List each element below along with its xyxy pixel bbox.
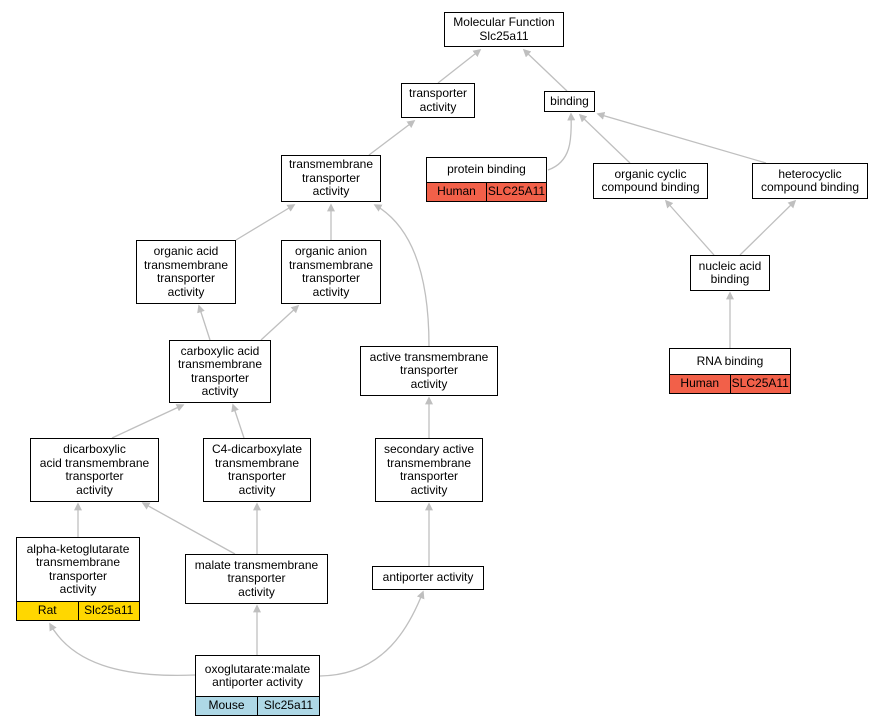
edge-oxoglutarate-to-alpha xyxy=(49,622,196,677)
node-transporter-activity[interactable]: transporter activity xyxy=(401,83,475,118)
node-c4-dicarboxylate-transporter[interactable]: C4-dicarboxylate transmembrane transport… xyxy=(203,438,311,502)
node-label: heterocyclic compound binding xyxy=(760,166,860,194)
edge-binding-to-root xyxy=(522,48,568,92)
node-alpha-ketoglutarate-transporter[interactable]: alpha-ketoglutarate transmembrane transp… xyxy=(16,537,140,621)
edge-protein-binding-to-binding xyxy=(547,112,576,171)
node-label: carboxylic acid transmembrane transporte… xyxy=(177,343,263,398)
annotation-row: Rat Slc25a11 xyxy=(17,601,139,620)
node-organic-acid-transporter[interactable]: organic acid transmembrane transporter a… xyxy=(136,240,236,304)
node-binding[interactable]: binding xyxy=(544,91,595,112)
node-label: organic acid transmembrane transporter a… xyxy=(143,244,229,299)
edge-carboxylic-to-organic-anion xyxy=(260,304,300,341)
edge-nucleic-acid-to-heterocyclic xyxy=(739,199,797,256)
gene-label: Slc25a11 xyxy=(77,602,140,620)
edge-organic-cyclic-to-binding xyxy=(578,113,631,164)
node-label: oxoglutarate:malate antiporter activity xyxy=(204,661,311,689)
node-label: secondary active transmembrane transport… xyxy=(383,442,475,497)
annotation-row: Human SLC25A11 xyxy=(670,374,790,393)
gene-label: SLC25A11 xyxy=(486,183,546,201)
node-label: active transmembrane transporter activit… xyxy=(369,349,489,391)
edge-dicarboxylic-to-carboxylic xyxy=(111,404,185,439)
node-carboxylic-acid-transporter[interactable]: carboxylic acid transmembrane transporte… xyxy=(169,340,271,403)
node-organic-anion-transporter[interactable]: organic anion transmembrane transporter … xyxy=(281,240,381,304)
node-protein-binding[interactable]: protein binding Human SLC25A11 xyxy=(426,157,547,202)
node-label: transmembrane transporter activity xyxy=(288,157,374,199)
node-label: nucleic acid binding xyxy=(698,258,762,286)
node-label: alpha-ketoglutarate transmembrane transp… xyxy=(26,541,130,596)
node-nucleic-acid-binding[interactable]: nucleic acid binding xyxy=(690,255,770,291)
node-organic-cyclic-compound-binding[interactable]: organic cyclic compound binding xyxy=(593,163,708,199)
edge-transporter-to-root xyxy=(437,49,482,84)
node-label: malate transmembrane transporter activit… xyxy=(194,557,319,599)
node-dicarboxylic-acid-transporter[interactable]: dicarboxylic acid transmembrane transpor… xyxy=(30,438,159,502)
edge-transmembrane-to-transporter xyxy=(368,120,416,156)
node-rna-binding[interactable]: RNA binding Human SLC25A11 xyxy=(669,348,791,394)
annotation-row: Human SLC25A11 xyxy=(427,182,546,201)
node-label: binding xyxy=(550,93,589,108)
edge-malate-to-dicarboxylic xyxy=(141,502,236,555)
annotation-row: Mouse Slc25a11 xyxy=(196,696,319,715)
node-label: C4-dicarboxylate transmembrane transport… xyxy=(211,442,303,497)
node-label: dicarboxylic acid transmembrane transpor… xyxy=(39,442,150,497)
edge-carboxylic-to-organic-acid xyxy=(197,304,211,341)
species-label: Rat xyxy=(37,603,57,618)
node-label: transporter activity xyxy=(408,86,468,114)
edge-oxoglutarate-to-antiporter xyxy=(319,590,425,677)
species-label: Human xyxy=(680,376,720,391)
node-label: Molecular Function Slc25a11 xyxy=(453,15,555,43)
edge-c4-to-carboxylic xyxy=(231,403,245,439)
node-malate-transmembrane-transporter[interactable]: malate transmembrane transporter activit… xyxy=(185,554,328,604)
node-transmembrane-transporter-activity[interactable]: transmembrane transporter activity xyxy=(281,155,381,202)
node-label: antiporter activity xyxy=(382,570,474,585)
gene-label: Slc25a11 xyxy=(257,697,319,715)
node-label: organic anion transmembrane transporter … xyxy=(288,244,374,299)
node-label: RNA binding xyxy=(696,353,764,368)
species-label: Mouse xyxy=(208,698,245,713)
node-oxoglutarate-malate-antiporter[interactable]: oxoglutarate:malate antiporter activity … xyxy=(195,655,320,716)
edge-nucleic-acid-to-organic-cyclic xyxy=(664,199,715,256)
node-label: protein binding xyxy=(447,162,526,177)
node-secondary-active-transporter[interactable]: secondary active transmembrane transport… xyxy=(375,438,483,502)
node-heterocyclic-compound-binding[interactable]: heterocyclic compound binding xyxy=(752,163,868,199)
node-antiporter-activity[interactable]: antiporter activity xyxy=(372,566,484,590)
node-molecular-function-root[interactable]: Molecular Function Slc25a11 xyxy=(444,12,564,47)
node-active-transmembrane-transporter[interactable]: active transmembrane transporter activit… xyxy=(360,346,498,396)
edge-organic-acid-to-transmembrane xyxy=(235,204,296,241)
species-label: Human xyxy=(437,184,476,199)
node-label: organic cyclic compound binding xyxy=(601,166,700,194)
gene-label: SLC25A11 xyxy=(729,375,791,393)
edge-heterocyclic-to-binding xyxy=(596,111,767,164)
edge-active-to-transmembrane xyxy=(373,204,430,347)
